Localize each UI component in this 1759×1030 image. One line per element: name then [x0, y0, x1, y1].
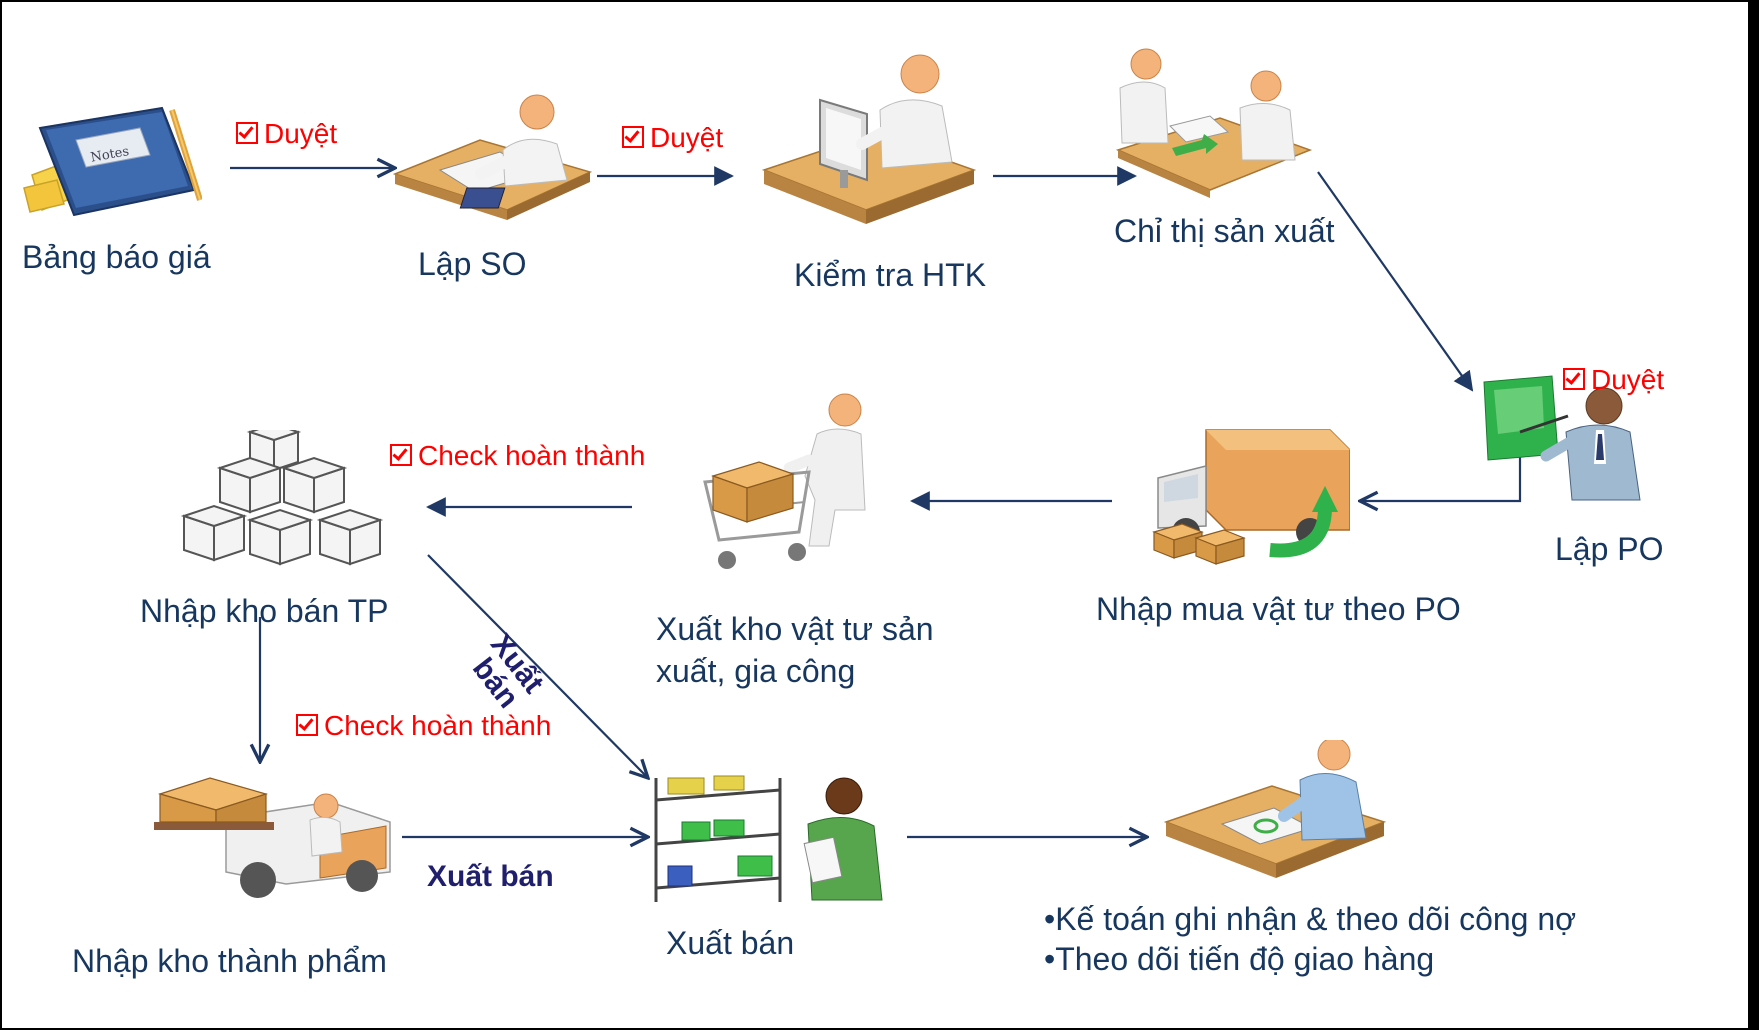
presenter-icon	[1483, 375, 1641, 501]
node-po-label: Lập PO	[1555, 531, 1664, 567]
node-sales-label: Xuất bán	[666, 925, 795, 961]
approve-label-po: Duyệt	[1563, 366, 1664, 394]
computer-desk-icon	[762, 54, 977, 224]
warehouse-worker-icon	[654, 775, 883, 902]
node-purchase-label: Nhập mua vật tư theo PO	[1096, 591, 1461, 627]
node-issue-label-2: xuất, gia công	[656, 653, 856, 689]
checkbox-icon	[622, 126, 644, 148]
node-inventory-label: Kiểm tra HTK	[794, 257, 987, 293]
check-label-issue: Check hoàn thành	[390, 442, 645, 470]
checkbox-icon	[296, 714, 318, 736]
node-accounting-label-2: •Theo dõi tiến độ giao hàng	[1044, 941, 1435, 977]
node-fgreceipt-label: Nhập kho thành phẩm	[72, 943, 387, 979]
node-production-label: Chỉ thị sản xuất	[1114, 213, 1335, 249]
node-quote-label: Bảng báo giá	[22, 239, 211, 275]
checkbox-icon	[390, 444, 412, 466]
checkbox-icon	[236, 122, 258, 144]
node-issue-label-1: Xuất kho vật tư sản	[656, 611, 934, 647]
stacked-boxes-icon	[180, 430, 384, 566]
check-label-fg: Check hoàn thành	[296, 712, 551, 740]
arrow-fgstock-to-sales	[427, 554, 648, 778]
approve-label-quote: Duyệt	[236, 120, 337, 148]
arrow-production-to-po	[1317, 171, 1474, 392]
arrow-po-to-purchase	[1360, 452, 1522, 501]
node-so-label: Lập SO	[418, 246, 527, 282]
node-fgstock-label: Nhập kho bán TP	[140, 593, 389, 629]
person-desk-icon	[392, 94, 593, 220]
checkbox-icon	[1563, 368, 1585, 390]
notes-book-icon: Notes	[23, 106, 202, 217]
accounting-desk-icon	[1163, 740, 1387, 878]
edge-label-bottom: Xuất bán	[427, 860, 554, 893]
notes-icon-text: Notes	[89, 144, 130, 166]
approve-label-so: Duyệt	[622, 124, 723, 152]
node-accounting-label-1: •Kế toán ghi nhận & theo dõi công nợ	[1044, 901, 1577, 937]
meeting-icon	[1115, 48, 1313, 198]
cart-icon	[703, 393, 866, 569]
truck-icon	[1152, 429, 1350, 565]
forklift-icon	[154, 777, 391, 898]
